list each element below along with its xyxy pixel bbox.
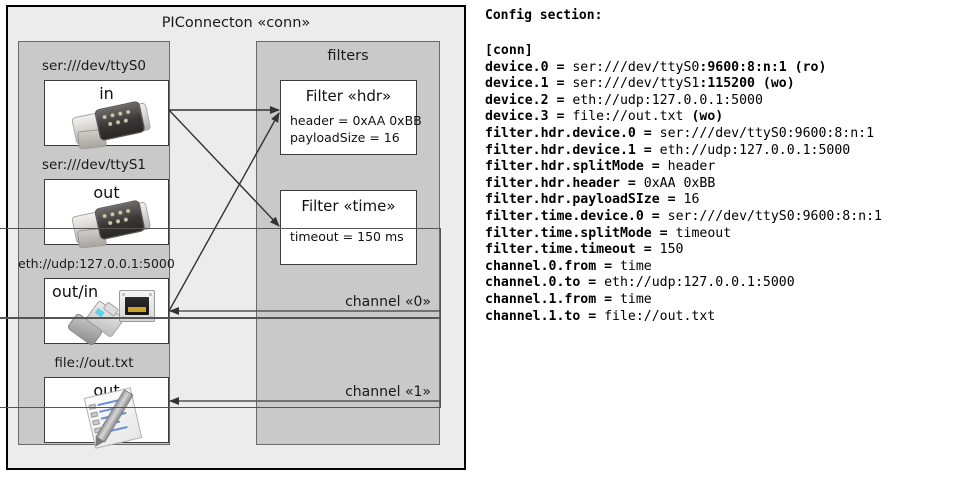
- config-value: file://out.txt: [604, 308, 716, 324]
- config-value: eth://udp:127.0.0.1:5000: [572, 92, 763, 108]
- filter-box-time[interactable]: Filter «time» timeout = 150 ms: [280, 190, 417, 265]
- channel-box-0[interactable]: channel «0»: [0, 228, 441, 318]
- filters-panel-title: filters: [327, 48, 369, 64]
- config-line: [conn]: [485, 43, 882, 60]
- connection-diagram: PIConnecton «conn» ser:///dev/ttyS0 in s…: [0, 0, 478, 484]
- network-plug-icon: [66, 287, 157, 347]
- config-key: filter.time.device.0 =: [485, 208, 668, 224]
- serial-port-icon: [70, 99, 152, 150]
- config-line: device.0 = ser:///dev/ttyS0:9600:8:n:1 (…: [485, 60, 882, 77]
- config-value: ser:///dev/ttyS0:9600:8:n:1: [667, 208, 882, 224]
- config-key: filter.hdr.device.1 =: [485, 142, 660, 158]
- config-value: file://out.txt: [572, 109, 684, 125]
- config-line: filter.hdr.splitMode = header: [485, 159, 882, 176]
- filter-attr-payloadsize: payloadSize = 16: [290, 130, 400, 145]
- config-line: filter.hdr.payloadSIze = 16: [485, 192, 882, 209]
- channel-label-0: channel «0»: [345, 294, 431, 310]
- config-key: device.2 =: [485, 92, 573, 108]
- config-value: ser:///dev/ttyS0: [572, 59, 700, 75]
- config-value: ser:///dev/ttyS0:9600:8:n:1: [659, 125, 875, 141]
- device-caption-ttyS1: out: [93, 183, 120, 202]
- device-caption-eth: out/in: [52, 282, 99, 301]
- config-line: device.1 = ser:///dev/ttyS1:115200 (wo): [485, 76, 882, 93]
- config-key: filter.hdr.payloadSIze =: [485, 192, 684, 208]
- config-value: time: [619, 258, 652, 274]
- config-value: ser:///dev/ttyS1: [572, 76, 700, 92]
- config-key: device.1 =: [485, 76, 573, 92]
- device-label-ttyS0: ser:///dev/ttyS0: [42, 58, 146, 74]
- device-label-eth: eth://udp:127.0.0.1:5000: [18, 256, 175, 271]
- config-line: filter.time.timeout = 150: [485, 242, 882, 259]
- config-line: device.3 = file://out.txt (wo): [485, 109, 882, 126]
- filter-title-hdr: Filter «hdr»: [305, 87, 392, 105]
- config-line: channel.0.from = time: [485, 259, 882, 276]
- config-section-body: [conn]device.0 = ser:///dev/ttyS0:9600:8…: [485, 43, 882, 325]
- config-line: channel.1.to = file://out.txt: [485, 309, 882, 326]
- filter-box-hdr[interactable]: Filter «hdr» header = 0xAA 0xBB payloadS…: [280, 80, 422, 155]
- device-box-eth[interactable]: out/in: [44, 278, 169, 347]
- config-key: filter.time.splitMode =: [485, 225, 676, 241]
- config-value-tail: :9600:8:n:1 (ro): [699, 59, 827, 75]
- device-caption-ttyS0: in: [99, 84, 114, 103]
- config-value: 16: [683, 192, 700, 208]
- config-value: time: [619, 291, 652, 307]
- filter-attr-timeout: timeout = 150 ms: [290, 229, 404, 244]
- device-label-file: file://out.txt: [54, 355, 134, 371]
- config-line: filter.hdr.device.1 = eth://udp:127.0.0.…: [485, 143, 882, 160]
- device-box-file[interactable]: out: [44, 377, 169, 450]
- config-key: channel.0.from =: [485, 258, 620, 274]
- outer-component-title: PIConnecton «conn»: [161, 15, 311, 31]
- config-line: filter.hdr.device.0 = ser:///dev/ttyS0:9…: [485, 126, 882, 143]
- device-label-ttyS1: ser:///dev/ttyS1: [42, 157, 146, 173]
- config-key: device.3 =: [485, 109, 573, 125]
- config-line: channel.0.to = eth://udp:127.0.0.1:5000: [485, 275, 882, 292]
- filter-title-time: Filter «time»: [301, 197, 396, 215]
- config-line: filter.time.splitMode = timeout: [485, 226, 882, 243]
- config-key: filter.time.timeout =: [485, 242, 660, 258]
- config-key: channel.1.from =: [485, 291, 620, 307]
- config-value-tail: (wo): [683, 109, 724, 125]
- config-section: Config section: [conn]device.0 = ser:///…: [482, 0, 964, 484]
- config-key: channel.1.to =: [485, 308, 605, 324]
- config-value: eth://udp:127.0.0.1:5000: [604, 275, 795, 291]
- config-key: filter.hdr.device.0 =: [485, 125, 660, 141]
- config-section-title: Config section:: [485, 8, 603, 23]
- config-value: 150: [659, 242, 684, 258]
- config-value: timeout: [675, 225, 732, 241]
- config-value-tail: :115200 (wo): [699, 76, 795, 92]
- config-key: [conn]: [485, 43, 533, 58]
- config-key: channel.0.to =: [485, 275, 605, 291]
- config-value: header: [667, 159, 716, 175]
- config-key: filter.hdr.splitMode =: [485, 159, 668, 175]
- config-line: channel.1.from = time: [485, 292, 882, 309]
- filter-attr-header: header = 0xAA 0xBB: [290, 113, 422, 128]
- config-key: device.0 =: [485, 59, 573, 75]
- channel-label-1: channel «1»: [345, 384, 431, 400]
- config-value: eth://udp:127.0.0.1:5000: [659, 142, 851, 158]
- config-line: device.2 = eth://udp:127.0.0.1:5000: [485, 93, 882, 110]
- config-line: filter.hdr.header = 0xAA 0xBB: [485, 176, 882, 193]
- channel-box-1[interactable]: channel «1»: [0, 318, 441, 408]
- config-value: 0xAA 0xBB: [643, 175, 716, 191]
- device-box-ttyS0[interactable]: in: [44, 80, 169, 150]
- config-key: filter.hdr.header =: [485, 175, 644, 191]
- config-line: filter.time.device.0 = ser:///dev/ttyS0:…: [485, 209, 882, 226]
